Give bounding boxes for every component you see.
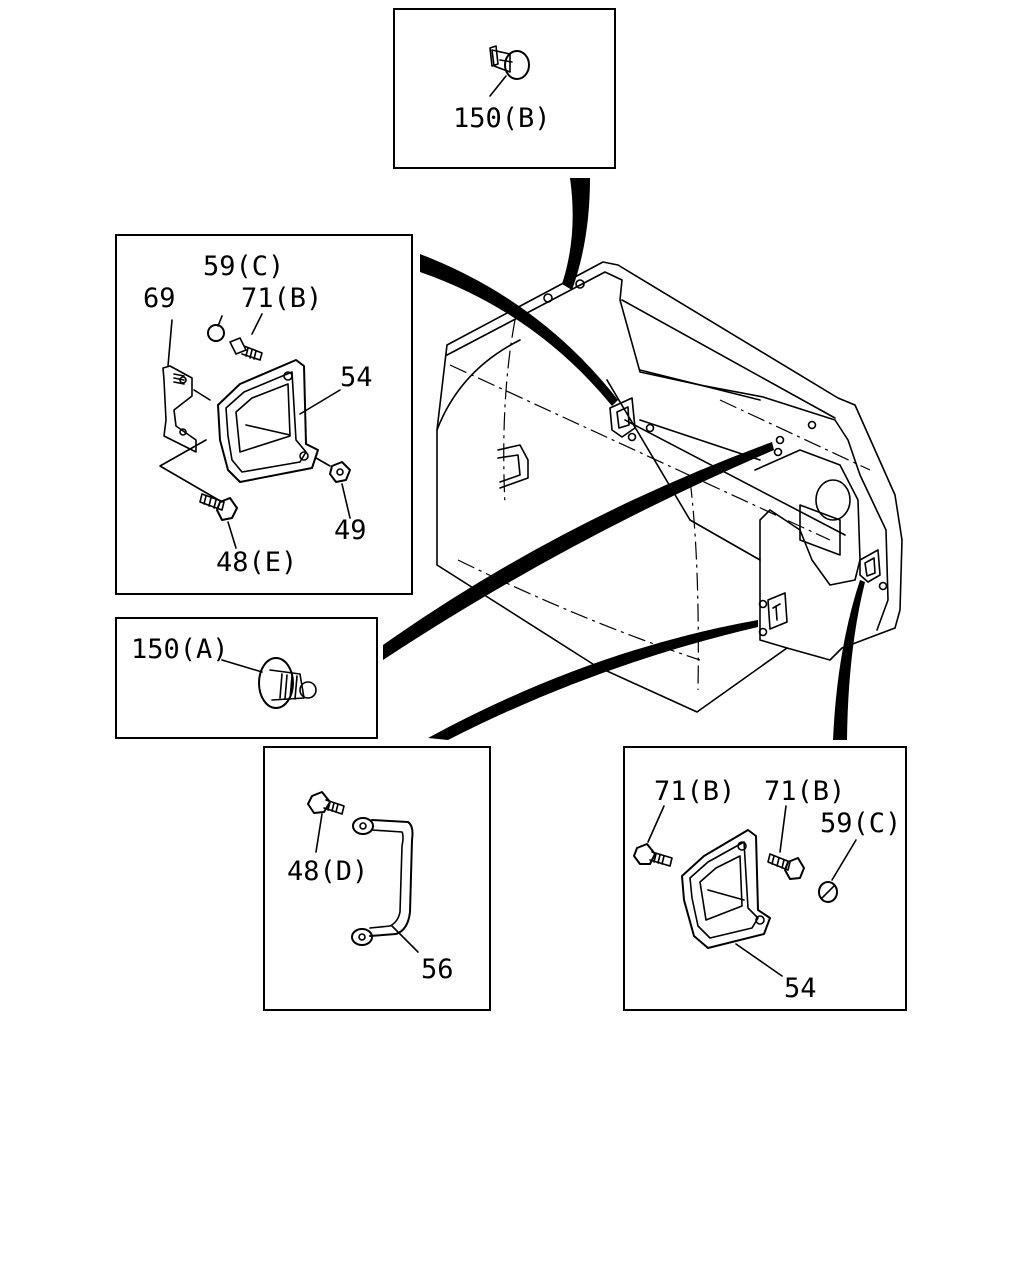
cap-plug-right-icon: [818, 881, 838, 903]
push-rivet-clip-icon: [258, 657, 317, 709]
detail-box-right: 71(B) 71(B) 59(C) 54: [623, 746, 907, 1011]
label-71b-left: 71(B): [241, 283, 322, 314]
label-59c-right: 59(C): [820, 808, 901, 839]
label-59c-left: 59(C): [203, 251, 284, 282]
ground-strap-icon: [351, 817, 414, 946]
label-54-right: 54: [784, 973, 817, 1004]
push-pin-clip-icon: [489, 45, 530, 80]
leader-lower: [428, 620, 758, 740]
trim-cover-right-icon: [681, 829, 771, 949]
cap-plug-icon: [207, 324, 225, 342]
leader-mid: [383, 442, 774, 660]
trim-cover-icon: [217, 359, 319, 483]
flange-bolt-icon: [229, 337, 263, 361]
label-71b-right-2: 71(B): [764, 776, 845, 807]
cab-rear-panel: [436, 261, 903, 713]
detail-box-150a: 150(A): [115, 617, 378, 739]
label-48d: 48(D): [287, 856, 368, 887]
label-56: 56: [421, 954, 454, 985]
lower-bolt-icon: [199, 493, 238, 521]
label-49: 49: [334, 515, 367, 546]
label-71b-right-1: 71(B): [654, 776, 735, 807]
ground-bolt-icon: [307, 791, 345, 815]
leader-right: [833, 580, 865, 740]
label-69: 69: [143, 283, 176, 314]
label-54-left: 54: [340, 362, 373, 393]
detail-box-center: 48(D) 56: [263, 746, 491, 1011]
label-48e: 48(E): [216, 547, 297, 578]
hex-nut-icon: [329, 461, 351, 483]
leader-left-upper: [420, 254, 618, 406]
detail-box-150b: 150(B): [393, 8, 616, 169]
leader-top: [562, 178, 590, 290]
mounting-bracket-icon: [162, 365, 197, 453]
label-150a: 150(A): [131, 634, 229, 665]
detail-box-left: 59(C) 71(B) 69 54 49 48(E): [115, 234, 413, 595]
flange-bolt-left-icon: [633, 843, 673, 867]
flange-bolt-right-icon: [767, 853, 805, 880]
label-150b: 150(B): [453, 103, 551, 134]
